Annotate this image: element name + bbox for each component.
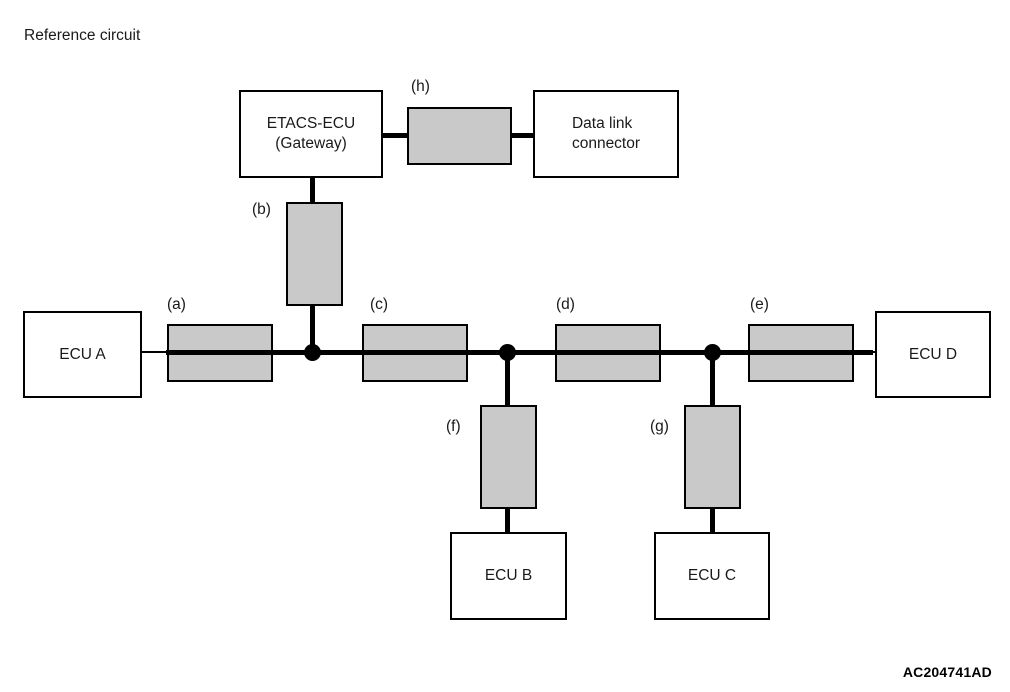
connector-label-c: (c) bbox=[370, 296, 389, 313]
connector-label-b: (b) bbox=[252, 201, 271, 218]
connector-label-f: (f) bbox=[446, 418, 461, 435]
wire-h-to-data-link bbox=[510, 133, 535, 138]
node-ecu-b[interactable]: ECU B bbox=[450, 532, 567, 620]
wire-bus-segment-c bbox=[306, 350, 514, 355]
connector-label-e: (e) bbox=[750, 296, 769, 313]
node-ecu-b-label: ECU B bbox=[484, 567, 533, 584]
junction-dot-etacs bbox=[304, 344, 321, 361]
node-ecu-d-label: ECU D bbox=[908, 345, 958, 363]
node-etacs-ecu-gateway[interactable]: ETACS-ECU (Gateway) bbox=[239, 90, 383, 178]
harness-block-h[interactable] bbox=[407, 107, 512, 165]
connector-label-h: (h) bbox=[411, 78, 430, 95]
node-etacs-ecu-gateway-label: ETACS-ECU (Gateway) bbox=[266, 115, 356, 152]
node-ecu-a[interactable]: ECU A bbox=[23, 311, 142, 398]
wire-bus-segment-e bbox=[708, 350, 873, 355]
node-data-link-connector[interactable]: Data link connector bbox=[533, 90, 679, 178]
node-ecu-d[interactable]: ECU D bbox=[875, 311, 991, 398]
harness-block-b[interactable] bbox=[286, 202, 343, 306]
wire-ecu-a-stub bbox=[140, 351, 172, 354]
junction-dot-ecu-b bbox=[499, 344, 516, 361]
connector-label-a: (a) bbox=[167, 296, 186, 313]
wire-etacs-to-h bbox=[381, 133, 409, 138]
wire-bus-segment-a bbox=[166, 350, 318, 355]
node-ecu-a-label: ECU A bbox=[59, 345, 106, 363]
harness-block-g[interactable] bbox=[684, 405, 741, 509]
node-ecu-c-label: ECU C bbox=[687, 567, 737, 584]
junction-dot-ecu-c bbox=[704, 344, 721, 361]
connector-label-d: (d) bbox=[556, 296, 575, 313]
harness-block-f[interactable] bbox=[480, 405, 537, 509]
node-ecu-c[interactable]: ECU C bbox=[654, 532, 770, 620]
connector-label-g: (g) bbox=[650, 418, 669, 435]
wire-ecu-d-stub bbox=[848, 351, 878, 354]
node-data-link-connector-label: Data link connector bbox=[571, 115, 641, 152]
wire-bus-segment-d bbox=[502, 350, 717, 355]
figure-reference-code: AC204741AD bbox=[902, 664, 992, 680]
page-title: Reference circuit bbox=[24, 27, 141, 44]
